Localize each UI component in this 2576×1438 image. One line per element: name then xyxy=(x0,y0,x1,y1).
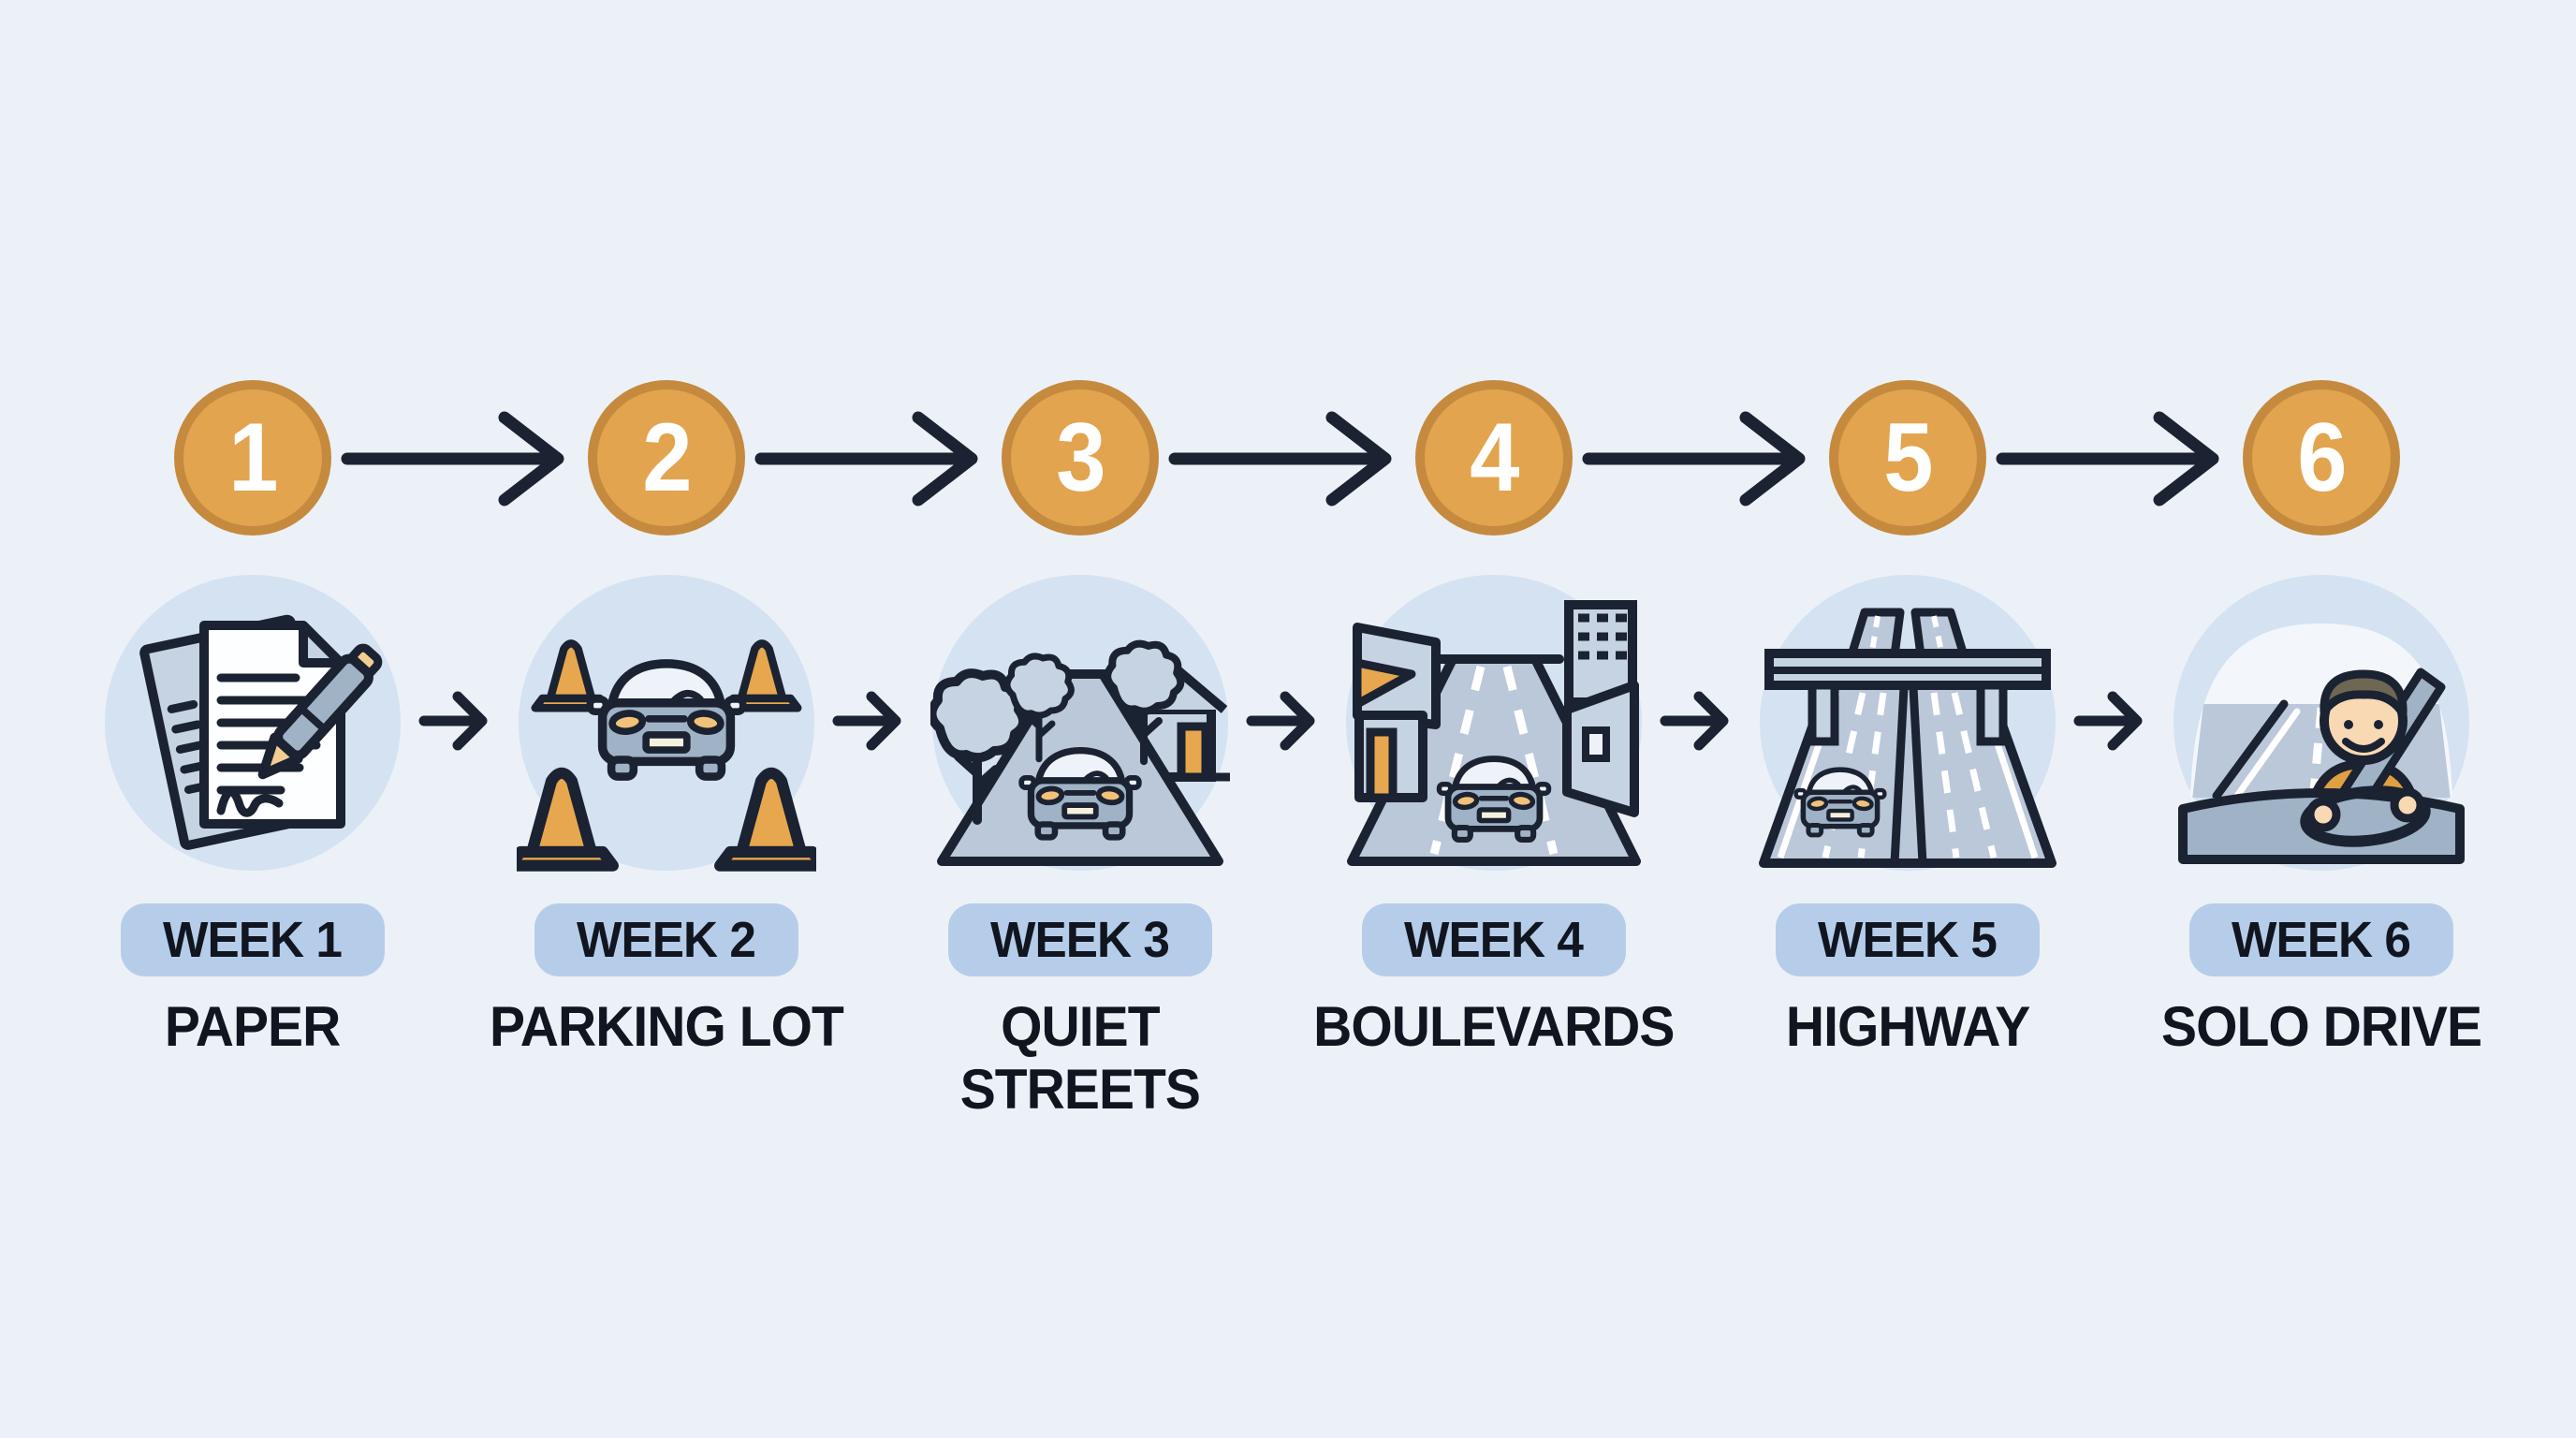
step-week-4: 4 WEEK 4 BOULEVARDS xyxy=(1287,0,1701,1438)
week-badge: WEEK 2 xyxy=(534,903,798,976)
step-number: 2 xyxy=(642,404,692,512)
step-number: 5 xyxy=(1883,404,1933,512)
step-number: 4 xyxy=(1470,404,1519,512)
week-badge: WEEK 1 xyxy=(121,903,385,976)
step-week-3: 3 WEEK 3 QUIET STREETS xyxy=(873,0,1287,1438)
week-badge-label: WEEK 4 xyxy=(1404,912,1584,968)
step-number: 1 xyxy=(228,404,278,512)
flow-arrow xyxy=(341,411,564,506)
step-number-circle: 6 xyxy=(2243,380,2400,536)
flow-arrow-small xyxy=(1246,691,1315,751)
flow-arrow-small xyxy=(2073,691,2143,751)
flow-arrow-small xyxy=(418,691,488,751)
week-badge: WEEK 4 xyxy=(1362,903,1626,976)
week-badge-label: WEEK 2 xyxy=(577,912,756,968)
week-badge: WEEK 6 xyxy=(2189,903,2453,976)
car-with-cones-icon xyxy=(517,575,816,873)
paper-and-pen-icon xyxy=(105,575,401,871)
step-number-circle: 4 xyxy=(1415,380,1573,536)
highway-icon xyxy=(1759,575,2056,871)
step-week-1: 1 WEEK 1 PAPER xyxy=(46,0,460,1438)
step-caption: PAPER xyxy=(165,995,341,1058)
left-buildings xyxy=(1353,623,1441,802)
step-number-circle: 2 xyxy=(588,380,745,536)
step-caption: SOLO DRIVE xyxy=(2160,995,2482,1058)
solo-driver-icon xyxy=(2174,575,2469,871)
step-number: 3 xyxy=(1056,404,1105,512)
quiet-street-icon xyxy=(930,575,1230,871)
step-number: 6 xyxy=(2297,404,2347,512)
step-caption: QUIET STREETS xyxy=(959,995,1201,1122)
week-badge: WEEK 3 xyxy=(948,903,1212,976)
flow-arrow xyxy=(1582,411,1806,506)
step-week-5: 5 WEEK 5 HIGHWAY xyxy=(1701,0,2115,1438)
step-week-2: 2 WEEK 2 PARKING LOT xyxy=(460,0,873,1438)
step-week-6: 6 WEEK 6 xyxy=(2115,0,2528,1438)
step-number-circle: 1 xyxy=(174,380,331,536)
step-caption: HIGHWAY xyxy=(1785,995,2030,1058)
week-badge-label: WEEK 1 xyxy=(163,912,343,968)
flow-arrow xyxy=(1168,411,1392,506)
flow-arrow xyxy=(1996,411,2219,506)
step-caption: BOULEVARDS xyxy=(1313,995,1675,1058)
step-number-circle: 5 xyxy=(1829,380,1986,536)
city-boulevard-icon xyxy=(1346,575,1642,871)
week-badge-label: WEEK 3 xyxy=(990,912,1170,968)
flow-arrow xyxy=(754,411,978,506)
step-number-circle: 3 xyxy=(1002,380,1159,536)
week-badge-label: WEEK 6 xyxy=(2232,912,2411,968)
week-badge: WEEK 5 xyxy=(1776,903,2040,976)
week-badge-label: WEEK 5 xyxy=(1818,912,1998,968)
step-caption: PARKING LOT xyxy=(490,995,844,1058)
right-buildings xyxy=(1562,600,1639,817)
flow-arrow-small xyxy=(832,691,901,751)
flow-arrow-small xyxy=(1660,691,1729,751)
